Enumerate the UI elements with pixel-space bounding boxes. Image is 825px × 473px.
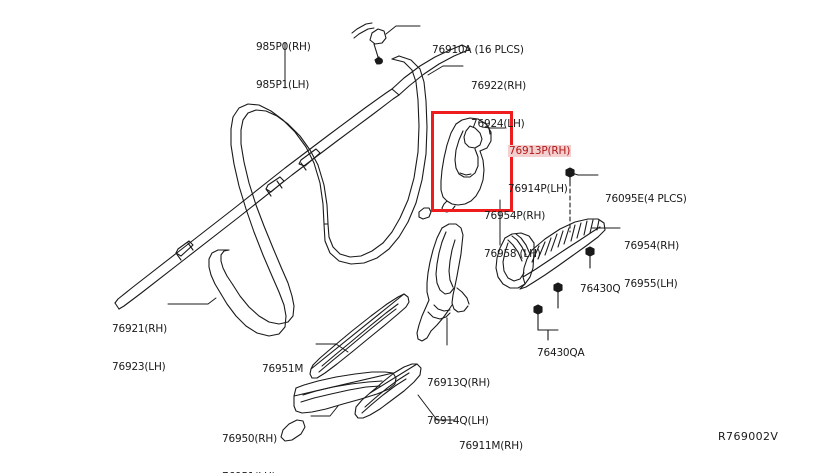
- sill-finisher-76911M-part: [354, 363, 422, 419]
- label-clip-76095E: 76095E(4 PLCS): [605, 193, 687, 205]
- label-highlighted-pillar-garnish: 76913P(RH) 76914P(LH): [508, 145, 572, 195]
- leader-lines: [167, 25, 621, 421]
- center-pillar-garnish-part: [416, 223, 470, 342]
- sill-plate-part: [293, 371, 397, 414]
- front-door-weatherstrip: [313, 55, 428, 265]
- label-cowl-side-finisher: 76954P(RH) 76958 (LH): [484, 210, 546, 260]
- label-sill-finisher-76911M: 76911M(RH) 76912M(LH): [459, 440, 523, 452]
- rear-door-weatherstrip: [208, 103, 319, 337]
- label-roof-molding: 985P0(RH) 985P1(LH): [256, 41, 311, 91]
- roof-molding-part: [114, 22, 471, 310]
- sill-molding-76951M-part: [309, 293, 410, 379]
- selected-part-outline[interactable]: [431, 111, 513, 212]
- drawing-code: R769002V: [718, 430, 779, 443]
- clip-76095E-part: [565, 167, 575, 183]
- highlighted-pillar-garnish-part: [440, 117, 492, 213]
- kicking-plate-part: [519, 218, 606, 290]
- clip-76430QA-part: [533, 282, 563, 341]
- label-sill-plate: 76950(RH) 76951(LH): [222, 433, 277, 473]
- label-rear-door-weatherstrip: 76921(RH) 76923(LH): [112, 323, 167, 373]
- label-clip-76430QA: 76430QA: [537, 347, 585, 359]
- label-sill-molding-76951M: 76951M: [262, 363, 304, 375]
- cowl-side-finisher-part: [495, 232, 535, 289]
- label-clip-76430Q: 76430Q: [580, 283, 621, 295]
- label-center-pillar-garnish: 76913Q(RH) 76914Q(LH): [427, 377, 491, 427]
- label-front-door-weatherstrip: 76922(RH) 76924(LH): [471, 80, 526, 130]
- label-clip-76910A: 76910A (16 PLCS): [432, 44, 524, 56]
- extra-trim-shapes: [280, 207, 432, 442]
- label-kicking-plate: 76954(RH) 76955(LH): [624, 240, 679, 290]
